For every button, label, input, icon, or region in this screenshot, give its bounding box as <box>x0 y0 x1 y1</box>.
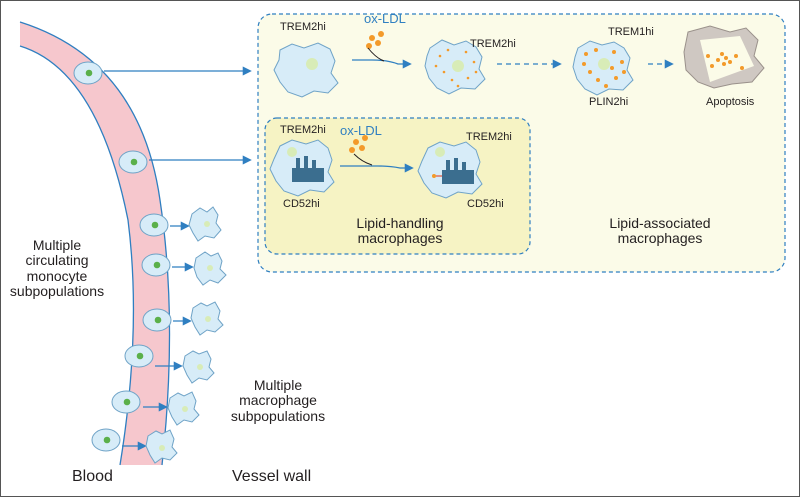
macrophage-cell <box>188 206 222 242</box>
label-macrophages-line3: subpopulations <box>230 407 326 424</box>
label-plin2hi: PLIN2hi <box>589 96 629 108</box>
extravasation-arrows <box>122 221 194 451</box>
label-blood: Blood <box>72 468 113 485</box>
label-monocytes-line4: subpopulations <box>9 283 105 300</box>
macrophage-cell <box>182 350 215 384</box>
label-trem2hi-2: TREM2hi <box>470 38 516 50</box>
oxldl-droplets-2 <box>349 135 368 153</box>
label-trem2hi-3: TREM2hi <box>280 124 326 136</box>
monocyte-cell <box>73 61 103 85</box>
label-lipid-handling-line2: macrophages <box>357 230 443 247</box>
monocyte-cell <box>141 253 171 277</box>
label-monocytes-line1: Multiple <box>32 237 82 253</box>
vessel-wall-macrophages <box>145 206 227 464</box>
vessel-wall-right-edge <box>19 21 171 466</box>
label-lipid-associated-line1: Lipid-associated <box>609 215 711 231</box>
label-oxldl-1: ox-LDL <box>364 11 406 26</box>
trem1hi-plin2hi-macrophage <box>572 40 634 96</box>
label-vessel-wall: Vessel wall <box>232 468 312 485</box>
arrow-oxldl-uptake-2 <box>340 163 414 173</box>
label-lipid-associated-line2: macrophages <box>617 230 703 247</box>
vessel-wall-left-edge <box>19 45 135 466</box>
macrophage-cell <box>193 251 227 286</box>
macrophage-cell <box>167 391 200 426</box>
monocyte-cell <box>142 308 172 332</box>
monocyte-cell <box>91 428 121 452</box>
label-lipid-associated: Lipid-associated macrophages <box>590 215 730 247</box>
label-cd52hi-2: CD52hi <box>467 198 504 210</box>
label-macrophages-line2: macrophage <box>239 392 317 409</box>
monocyte-cell <box>118 150 148 174</box>
monocyte-group <box>73 61 172 452</box>
blood-vessel <box>20 22 170 465</box>
apoptotic-macrophage <box>683 25 765 89</box>
trem2hi-cd52hi-lipid-macrophage <box>417 141 483 199</box>
label-trem2hi-1: TREM2hi <box>280 21 326 33</box>
arrow-oxldl-uptake-1 <box>352 59 412 69</box>
label-monocytes-line2: circulating <box>25 252 89 269</box>
monocyte-cell <box>139 213 169 237</box>
macrophage-cell <box>190 301 224 336</box>
label-monocytes-line3: monocyte <box>26 267 88 284</box>
factory-icon <box>442 158 474 184</box>
monocyte-cell <box>124 344 154 368</box>
label-monocytes: Multiple circulating monocyte subpopulat… <box>0 237 114 300</box>
label-apoptosis: Apoptosis <box>706 96 755 108</box>
macrophage-cell <box>145 429 178 464</box>
monocyte-cell <box>111 390 141 414</box>
label-lipid-handling-line1: Lipid-handling <box>356 215 444 231</box>
oxldl-droplets-1 <box>366 31 384 49</box>
label-trem2hi-4: TREM2hi <box>466 131 512 143</box>
trem2hi-cd52hi-macrophage <box>269 139 335 197</box>
trem2hi-macrophage <box>273 42 339 98</box>
label-macrophages: Multiple macrophage subpopulations <box>218 377 338 424</box>
label-oxldl-2: ox-LDL <box>340 123 382 138</box>
factory-icon <box>292 156 324 182</box>
trem2hi-lipid-macrophage <box>424 39 486 95</box>
label-macrophages-line1: Multiple <box>253 377 303 393</box>
label-lipid-handling: Lipid-handling macrophages <box>330 215 470 247</box>
label-cd52hi-1: CD52hi <box>283 198 320 210</box>
label-trem1hi: TREM1hi <box>608 26 654 38</box>
